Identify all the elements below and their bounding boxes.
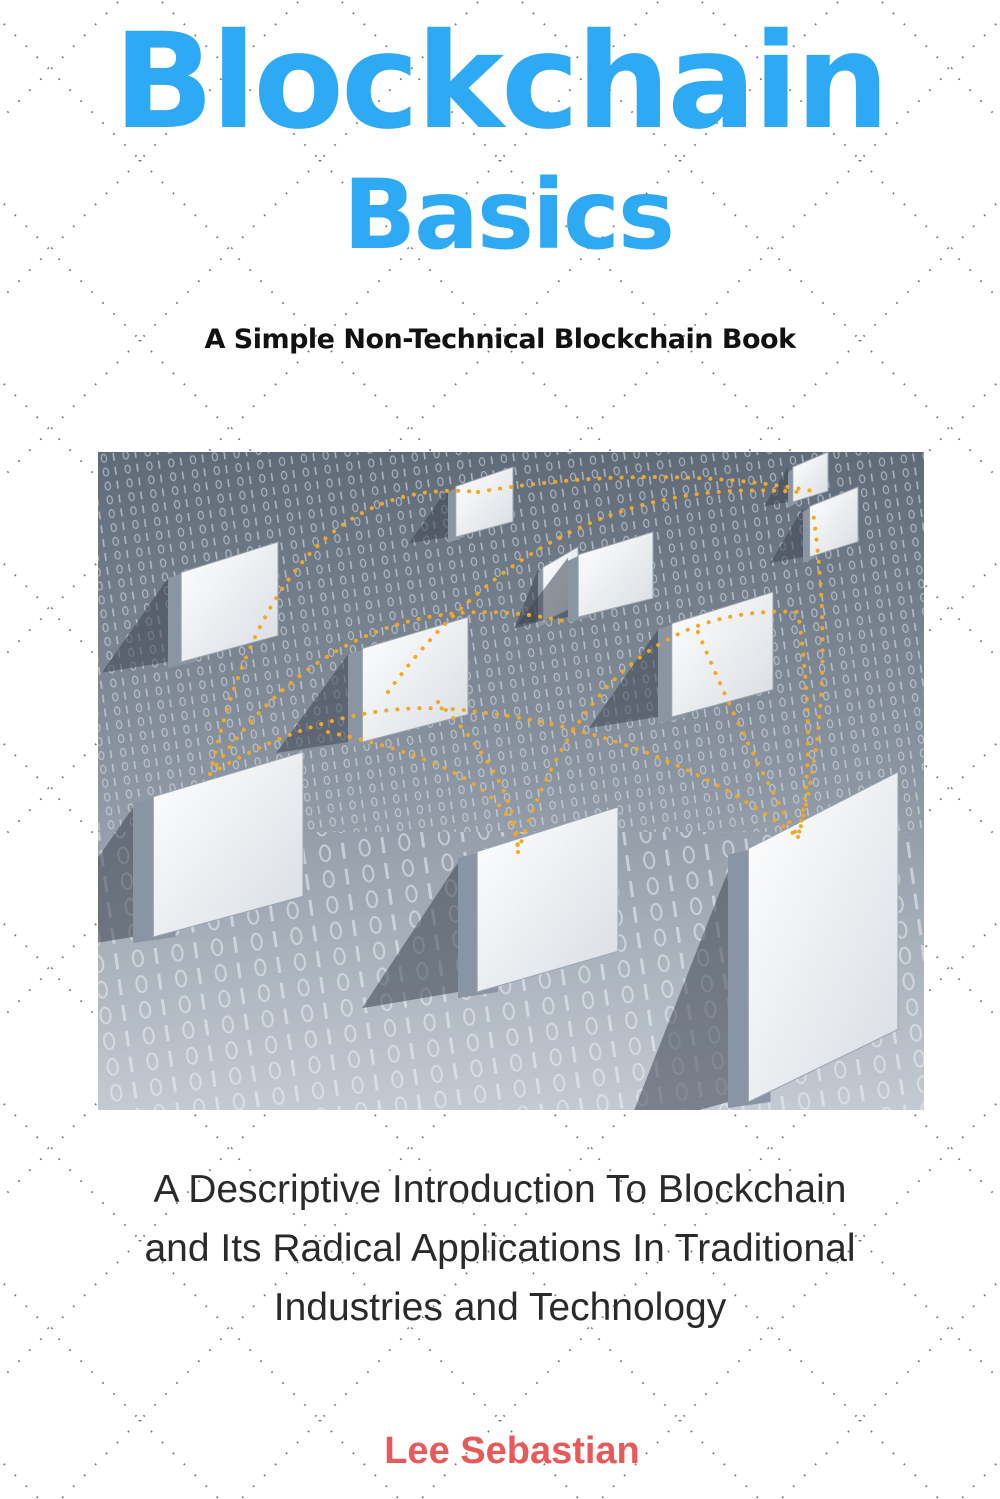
book-title-line-2: Basics: [342, 159, 675, 271]
cover-illustration-folders-network: [98, 452, 924, 1110]
network-links: [208, 475, 825, 854]
book-title-line-1: Blockchain: [113, 5, 889, 159]
folder-icon: [634, 771, 899, 1110]
folder-icon: [517, 531, 654, 625]
folder-icon: [764, 452, 829, 508]
folder-icon: [98, 751, 304, 943]
folder-icon: [589, 591, 774, 728]
author-name: Lee Sebastian: [384, 1430, 640, 1472]
description-line-3: Industries and Technology: [273, 1286, 727, 1329]
description-line-2: and Its Radical Applications In Traditio…: [144, 1227, 856, 1270]
folder-icons: [98, 452, 899, 1110]
book-subtitle: A Simple Non-Technical Blockchain Book: [204, 324, 796, 355]
folder-icon: [276, 616, 469, 753]
folder-icon: [362, 806, 619, 1009]
description-line-1: A Descriptive Introduction To Blockchain: [153, 1168, 847, 1211]
